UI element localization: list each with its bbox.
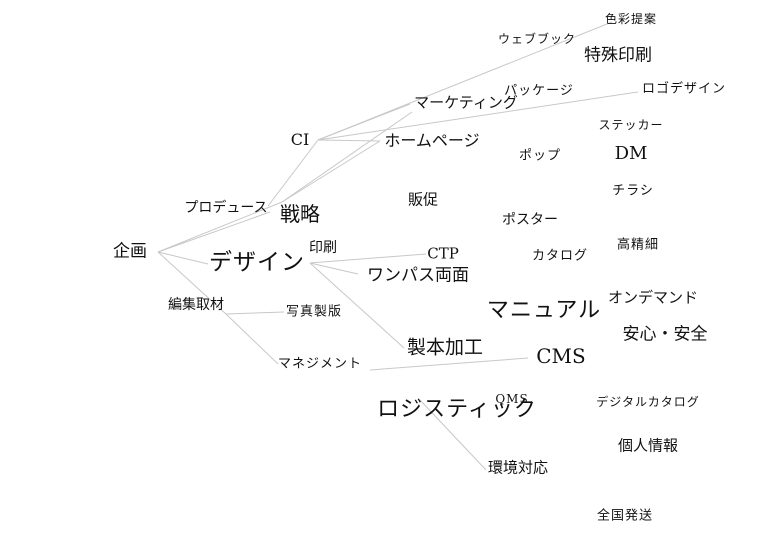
term-anshin[interactable]: 安心・安全 xyxy=(622,324,708,345)
connector-line xyxy=(281,140,381,203)
term-chirashi[interactable]: チラシ xyxy=(612,183,654,199)
connector-line xyxy=(267,139,319,207)
term-homepage[interactable]: ホームページ xyxy=(384,131,480,150)
term-ondemand[interactable]: オンデマンド xyxy=(607,288,699,307)
term-shikisai[interactable]: 色彩提案 xyxy=(604,12,658,26)
connector-line xyxy=(225,311,285,315)
connector-line xyxy=(157,211,271,253)
connector-line xyxy=(309,253,427,264)
connector-line xyxy=(317,21,613,141)
term-seihon[interactable]: 製本加工 xyxy=(406,336,484,359)
term-poster[interactable]: ポスター xyxy=(502,212,558,228)
connector-line xyxy=(317,91,639,141)
term-webbook[interactable]: ウェブブック xyxy=(497,32,577,46)
term-digitalcatalog[interactable]: デジタルカタログ xyxy=(596,395,700,409)
connector-line xyxy=(225,313,279,365)
term-kikaku[interactable]: 企画 xyxy=(113,241,147,262)
connector-line xyxy=(281,111,413,203)
connector-line xyxy=(157,251,209,265)
term-ci[interactable]: CI xyxy=(290,130,310,149)
term-ctp[interactable]: CTP xyxy=(427,244,459,263)
connector-line xyxy=(157,201,283,253)
term-dm[interactable]: DM xyxy=(614,143,648,164)
term-qms[interactable]: QMS xyxy=(495,392,529,406)
term-manual[interactable]: マニュアル xyxy=(486,298,602,323)
term-senryaku[interactable]: 戦略 xyxy=(280,202,320,226)
connector-line xyxy=(309,262,359,275)
connector-line xyxy=(419,399,487,471)
term-package[interactable]: パッケージ xyxy=(504,83,574,99)
term-shashin[interactable]: 写真製版 xyxy=(285,304,343,320)
term-koseisai[interactable]: 高精細 xyxy=(616,237,660,253)
connector-line xyxy=(157,251,227,315)
term-sticker[interactable]: ステッカー xyxy=(598,118,664,132)
term-kankyo[interactable]: 環境対応 xyxy=(487,458,549,477)
term-tokushu[interactable]: 特殊印刷 xyxy=(584,45,652,66)
term-produce[interactable]: プロデュース xyxy=(184,200,268,216)
term-pop[interactable]: ポップ xyxy=(518,148,562,164)
term-management[interactable]: マネジメント xyxy=(277,356,363,372)
term-cms[interactable]: CMS xyxy=(536,344,586,368)
term-logistics[interactable]: ロジスティック xyxy=(377,397,537,422)
term-design[interactable]: デザイン xyxy=(209,249,305,276)
term-kojin[interactable]: 個人情報 xyxy=(617,436,679,455)
term-insatsu[interactable]: 印刷 xyxy=(309,240,337,256)
term-zenkoku[interactable]: 全国発送 xyxy=(596,508,654,524)
term-onepass[interactable]: ワンパス両面 xyxy=(367,265,469,286)
connector-line xyxy=(369,357,529,371)
term-henshu[interactable]: 編集取材 xyxy=(168,297,224,313)
term-logo[interactable]: ロゴデザイン xyxy=(641,81,727,97)
term-marketing[interactable]: マーケティング xyxy=(414,93,518,112)
connector-line xyxy=(309,262,405,349)
term-hansoku[interactable]: 販促 xyxy=(407,190,439,209)
term-catalog[interactable]: カタログ xyxy=(531,248,589,264)
